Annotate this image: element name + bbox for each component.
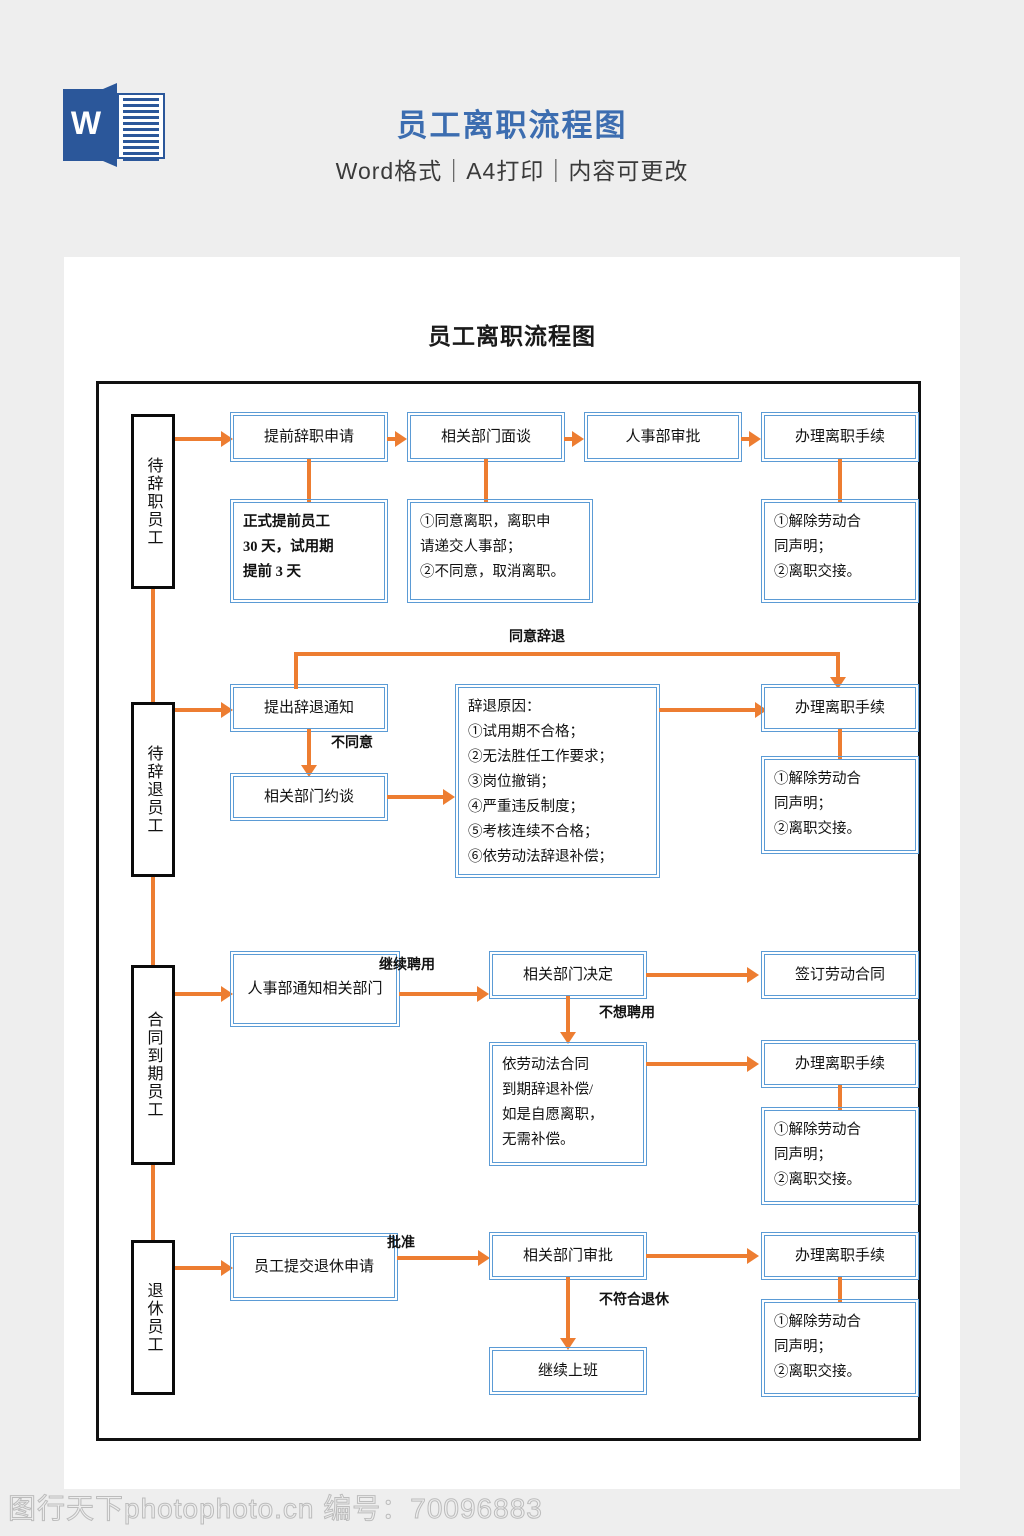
connector-s1-to-note bbox=[307, 459, 311, 504]
arrow-application-to-approval bbox=[397, 1256, 482, 1260]
arrow-compensation-to-offboarding bbox=[646, 1062, 751, 1066]
note-offboarding-dismissal-steps: ①解除劳动合 同声明； ②离职交接。 bbox=[761, 756, 919, 854]
arrow-s1-to-s2 bbox=[387, 437, 399, 441]
arrowhead bbox=[478, 1250, 490, 1266]
arrowhead bbox=[221, 431, 233, 447]
note-s4-offboarding-steps: ①解除劳动合 同声明； ②离职交接。 bbox=[761, 499, 919, 603]
label-agree-dismissal: 同意辞退 bbox=[509, 630, 565, 645]
spine-stage3-stage4 bbox=[151, 1165, 155, 1240]
label-approve: 批准 bbox=[387, 1236, 415, 1251]
connector-s2-to-note bbox=[484, 459, 488, 504]
arrow-s3-to-s4 bbox=[741, 437, 753, 441]
arrowhead bbox=[477, 986, 489, 1002]
box-s3-hr-approval: 人事部审批 bbox=[584, 412, 742, 462]
flowchart-frame: 待辞职员工 提前辞职申请 相关部门面谈 人事部审批 办理离职手续 bbox=[96, 381, 921, 1441]
loop-agree-down bbox=[836, 652, 840, 679]
loop-agree-across bbox=[294, 652, 840, 656]
arrowhead bbox=[572, 431, 584, 447]
header-banner: W 员工离职流程图 Word格式｜A4打印｜内容可更改 bbox=[0, 0, 1024, 257]
box-continue-working: 继续上班 bbox=[489, 1347, 647, 1395]
word-logo-icon: W bbox=[63, 83, 167, 167]
label-not-eligible-retirement: 不符合退休 bbox=[599, 1293, 669, 1308]
arrowhead bbox=[301, 765, 317, 777]
box-dismissal-reasons: 辞退原因： ①试用期不合格； ②无法胜任工作要求； ③岗位撤销； ④严重违反制度… bbox=[455, 684, 660, 878]
arrowhead bbox=[560, 1032, 576, 1044]
box-retirement-application: 员工提交退休申请 bbox=[230, 1233, 398, 1301]
note-offboarding-retirement-steps: ①解除劳动合 同声明； ②离职交接。 bbox=[761, 1299, 919, 1397]
label-disagree: 不同意 bbox=[331, 736, 373, 751]
arrowhead bbox=[749, 431, 761, 447]
box-sign-labor-contract: 签订劳动合同 bbox=[761, 951, 919, 999]
arrow-talk-to-reasons bbox=[387, 795, 447, 799]
box-s4-offboarding: 办理离职手续 bbox=[761, 412, 919, 462]
connector-offboarding-to-note4 bbox=[838, 1277, 842, 1304]
connector-decision-to-compensation bbox=[566, 996, 570, 1034]
label-continue-employment: 继续聘用 bbox=[379, 958, 435, 973]
arrowhead bbox=[747, 967, 759, 983]
connector-offboarding-to-note2 bbox=[838, 729, 842, 761]
arrow-stage4-to-s1 bbox=[175, 1266, 225, 1270]
arrowhead bbox=[221, 702, 233, 718]
box-department-decision: 相关部门决定 bbox=[489, 951, 647, 999]
word-logo-letter: W bbox=[70, 105, 102, 141]
arrow-s2-to-s3 bbox=[564, 437, 576, 441]
page-title: 员工离职流程图 bbox=[428, 324, 596, 349]
arrowhead bbox=[747, 1248, 759, 1264]
stage-retirement: 退休员工 bbox=[131, 1240, 175, 1395]
box-offboarding-contract: 办理离职手续 bbox=[761, 1040, 919, 1088]
box-s2-department-interview: 相关部门面谈 bbox=[407, 412, 565, 462]
box-offboarding-retirement: 办理离职手续 bbox=[761, 1232, 919, 1280]
label-not-reemploy: 不想聘用 bbox=[599, 1006, 655, 1021]
box-department-talk: 相关部门约谈 bbox=[230, 773, 388, 821]
connector-s4-to-note bbox=[838, 459, 842, 504]
box-offboarding-dismissal: 办理离职手续 bbox=[761, 684, 919, 732]
arrowhead bbox=[747, 1056, 759, 1072]
connector-approval-to-continue-work bbox=[566, 1277, 570, 1340]
arrowhead bbox=[221, 986, 233, 1002]
arrow-stage2-to-s1 bbox=[175, 708, 225, 712]
connector-offboarding-to-note3 bbox=[838, 1085, 842, 1112]
spine-stage1-stage2 bbox=[151, 589, 155, 702]
arrowhead bbox=[443, 789, 455, 805]
arrowhead bbox=[221, 1260, 233, 1276]
box-s1-resign-application: 提前辞职申请 bbox=[230, 412, 388, 462]
spine-stage2-stage3 bbox=[151, 877, 155, 965]
arrow-decision-to-contract bbox=[646, 973, 751, 977]
box-department-retirement-approval: 相关部门审批 bbox=[489, 1232, 647, 1280]
note-offboarding-contract-steps: ①解除劳动合 同声明； ②离职交接。 bbox=[761, 1107, 919, 1205]
document-page: 员工离职流程图 待辞职员工 提前辞职申请 相关部门面谈 人事部审批 bbox=[64, 257, 960, 1489]
arrowhead bbox=[395, 431, 407, 447]
note-s2-interview-result: ①同意离职，离职申 请递交人事部； ②不同意，取消离职。 bbox=[407, 499, 593, 603]
arrow-stage3-to-s1 bbox=[175, 992, 225, 996]
box-hr-notify-department: 人事部通知相关部门 bbox=[230, 951, 400, 1027]
word-logo-document bbox=[117, 93, 165, 161]
box-dismissal-notice: 提出辞退通知 bbox=[230, 684, 388, 732]
word-logo-block bbox=[63, 89, 109, 161]
watermark-text: 图行天下photophoto.cn 编号：70096883 bbox=[8, 1493, 543, 1525]
connector-notice-to-talk bbox=[307, 729, 311, 767]
arrow-reasons-to-offboarding bbox=[659, 708, 759, 712]
note-s1-advance-notice: 正式提前员工 30 天，试用期 提前 3 天 bbox=[230, 499, 388, 603]
arrowhead bbox=[560, 1338, 576, 1350]
banner-subtitle: Word格式｜A4打印｜内容可更改 bbox=[335, 158, 689, 184]
arrow-approval-to-offboarding bbox=[646, 1254, 751, 1258]
stage-pending-resignation: 待辞职员工 bbox=[131, 414, 175, 589]
banner-title: 员工离职流程图 bbox=[396, 108, 628, 143]
word-logo-slant bbox=[103, 83, 117, 167]
loop-agree-up bbox=[294, 652, 298, 689]
stage-contract-expiry: 合同到期员工 bbox=[131, 965, 175, 1165]
arrow-stage1-to-s1 bbox=[175, 437, 225, 441]
arrowhead bbox=[830, 677, 846, 689]
box-contract-compensation: 依劳动法合同 到期辞退补偿/ 如是自愿离职， 无需补偿。 bbox=[489, 1042, 647, 1166]
stage-pending-dismissal: 待辞退员工 bbox=[131, 702, 175, 877]
arrow-notify-to-decision bbox=[399, 992, 481, 996]
